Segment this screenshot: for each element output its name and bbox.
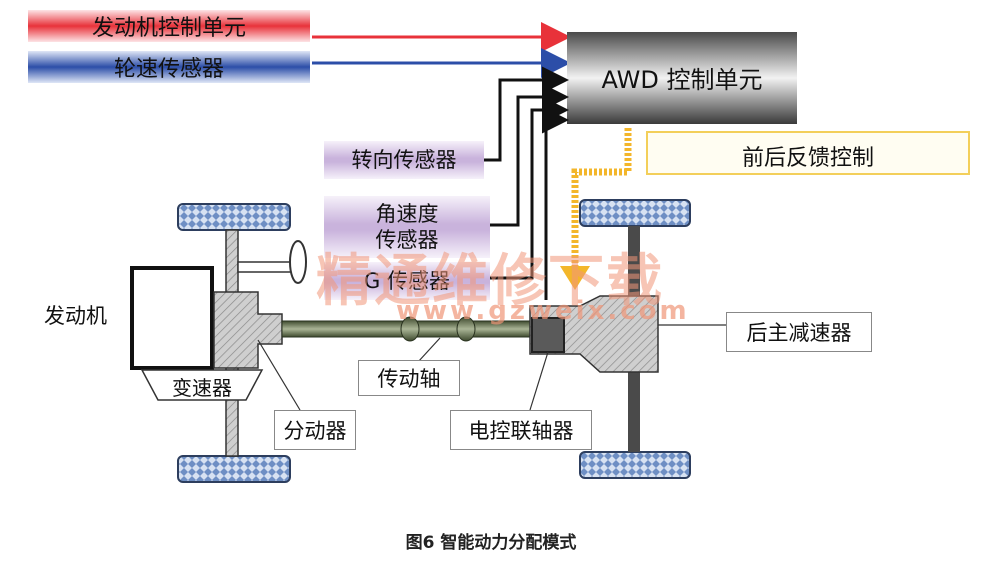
engine-label: 发动机 [44, 304, 107, 328]
transmission-label-box [140, 369, 264, 401]
watermark-url: www.gzweix.com [396, 296, 690, 326]
wheel-speed-bar [28, 51, 310, 83]
steering-wheel [289, 240, 307, 284]
yaw-sensor-label-1: 角速度 [375, 202, 439, 226]
feedback-label: 前后反馈控制 [741, 146, 874, 171]
feedback-path [571, 128, 632, 268]
steering-column [237, 261, 295, 273]
transfer-case-label: 分动器 [283, 419, 347, 443]
coupling-box: 电控联轴器 [450, 410, 592, 450]
yaw-signal-line [490, 83, 569, 227]
driveshaft-leader [417, 337, 441, 363]
awd-unit-label: AWD 控制单元 [601, 66, 763, 94]
coupling-label: 电控联轴器 [468, 419, 574, 443]
transfer-case-box: 分动器 [274, 410, 356, 450]
figure-caption: 图6 智能动力分配模式 [405, 533, 577, 553]
front-right-tire [177, 455, 291, 483]
transmission-housing [213, 291, 283, 369]
g-sensor: G 传感器 [324, 262, 490, 300]
feedback-box [646, 131, 970, 175]
driveshaft-label: 传动轴 [377, 367, 441, 391]
wheel-speed-label: 轮速传感器 [113, 57, 224, 82]
rear-axle-right [628, 366, 640, 452]
rear-right-tire [579, 451, 691, 479]
driveshaft-joint-2 [456, 316, 476, 342]
front-left-tire [177, 203, 291, 231]
extra-signal-line [542, 106, 569, 300]
watermark-title: 精通维修下载 [316, 249, 664, 314]
yaw-sensor-label-2: 传感器 [375, 228, 439, 252]
engine-ecu-bar [28, 10, 310, 42]
steering-sensor: 转向传感器 [324, 141, 484, 179]
engine-block [130, 266, 214, 370]
driveshaft-box: 传动轴 [358, 360, 460, 396]
transmission-label: 变速器 [172, 376, 232, 400]
rear-diff-label: 后主减速器 [746, 321, 852, 345]
steering-signal-line [484, 66, 569, 162]
coupling-leader [529, 351, 549, 411]
rear-left-tire [579, 199, 691, 227]
engine-ecu-label: 发动机控制单元 [91, 16, 246, 41]
rear-axle-left [628, 226, 640, 298]
transfer-leader [257, 339, 301, 411]
awd-unit-box [567, 32, 797, 124]
feedback-arrowhead [560, 266, 590, 290]
driveshaft-joint-1 [400, 316, 420, 342]
rear-diff-box: 后主减速器 [726, 312, 872, 352]
steering-sensor-label: 转向传感器 [351, 148, 457, 172]
g-sensor-label: G 传感器 [364, 269, 450, 293]
coupling-unit [531, 317, 565, 353]
yaw-sensor: 角速度 传感器 [324, 196, 490, 258]
